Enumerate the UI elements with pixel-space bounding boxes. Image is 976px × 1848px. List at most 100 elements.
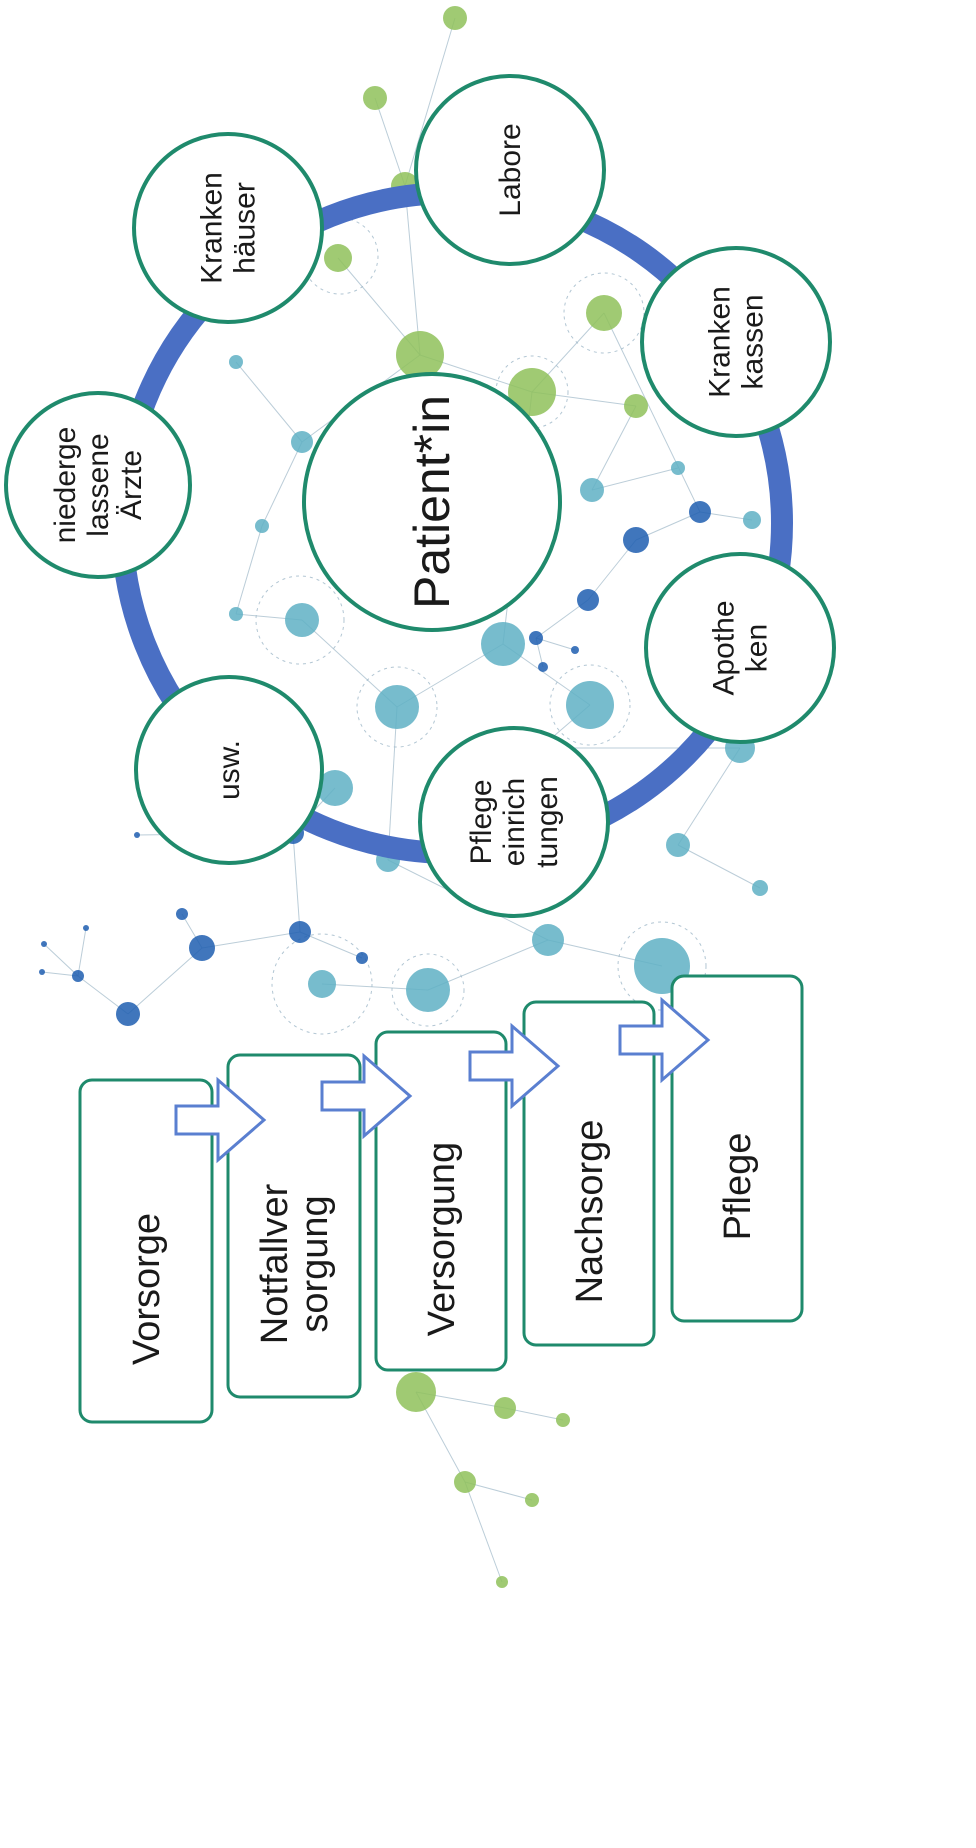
stage-arrow-icon [468, 1022, 561, 1110]
network-halo [549, 664, 631, 746]
network-node [308, 970, 336, 998]
network-node [556, 1413, 570, 1427]
network-node [525, 1493, 539, 1507]
network-node [375, 685, 419, 729]
partner-krankenhaeuser: Krankenhäuser [132, 132, 324, 324]
network-node [494, 1397, 516, 1419]
network-node [291, 431, 313, 453]
stage-notfallversorgung-label-line: Notfallver [254, 1183, 296, 1344]
network-node [532, 924, 564, 956]
network-halo [563, 272, 645, 354]
stage-vorsorge-label: Vorsorge [126, 1213, 168, 1365]
partner-apotheken-label: Apotheken [708, 600, 774, 695]
network-link [404, 17, 456, 187]
network-link [261, 441, 303, 527]
network-node [571, 646, 579, 654]
stage-versorgung: Versorgung [374, 1030, 508, 1372]
partner-labore: Labore [414, 74, 606, 266]
network-link [292, 832, 301, 933]
network-link [603, 312, 701, 513]
partner-labore-label: Labore [494, 123, 527, 216]
network-halo [271, 933, 373, 1035]
partner-apotheken-label-line: ken [741, 624, 774, 672]
stage-vorsorge-box [78, 1078, 214, 1424]
network-link [299, 931, 363, 959]
partner-krankenkassen-label-line: kassen [737, 294, 770, 389]
network-link [387, 706, 398, 861]
network-link [43, 943, 79, 977]
network-node [743, 511, 761, 529]
partner-krankenhaeuser-label-line: Kranken [196, 172, 229, 284]
network-halo [356, 666, 438, 748]
partner-krankenkassen-circle [640, 246, 832, 438]
network-link [404, 185, 421, 356]
network-node [496, 1576, 508, 1588]
network-halo [255, 575, 345, 665]
partner-krankenkassen-label: Krankenkassen [704, 286, 770, 398]
partner-krankenkassen-label-line: Kranken [704, 286, 737, 398]
stage-versorgung-label-line: Versorgung [421, 1142, 463, 1336]
network-node [508, 368, 556, 416]
network-node [317, 770, 353, 806]
network-node [396, 331, 444, 379]
stage-notfallversorgung-label: Notfallversorgung [254, 1183, 336, 1344]
stage-arrow-icon [618, 996, 711, 1084]
partner-niedergelassene-aerzte-label-line: niederge [49, 427, 82, 544]
network-node [134, 832, 140, 838]
partner-niedergelassene-aerzte-circle [4, 391, 192, 579]
partner-pflegeeinrichtungen: Pflegeeinrichtungen [418, 726, 610, 918]
network-node [356, 952, 368, 964]
network-link [235, 361, 303, 443]
network-node [624, 394, 648, 418]
network-node [586, 295, 622, 331]
network-node [229, 355, 243, 369]
network-node [538, 662, 548, 672]
network-node [83, 925, 89, 931]
partner-pflegeeinrichtungen-label: Pflegeeinrichtungen [465, 776, 564, 868]
network-link [677, 844, 761, 889]
network-node [255, 519, 269, 533]
network-node [481, 622, 525, 666]
stage-pflege-label-line: Pflege [717, 1133, 759, 1241]
stage-versorgung-box [374, 1030, 508, 1372]
partner-usw: usw. [134, 675, 324, 865]
network-node [324, 244, 352, 272]
center-label: Patient*in [404, 395, 460, 609]
stage-notfallversorgung-label-line: sorgung [294, 1195, 336, 1332]
network-node [289, 921, 311, 943]
stage-nachsorge: Nachsorge [522, 1000, 656, 1347]
network-link [591, 467, 679, 491]
partner-labore-label-line: Labore [494, 123, 527, 216]
network-node [454, 1471, 476, 1493]
stage-arrow-icon [174, 1076, 267, 1164]
network-node [396, 1372, 436, 1412]
stage-nachsorge-box [522, 1000, 656, 1347]
network-link [201, 931, 301, 949]
stage-pflege: Pflege [670, 974, 804, 1323]
partner-krankenhaeuser-circle [132, 132, 324, 324]
network-node [285, 603, 319, 637]
partner-niedergelassene-aerzte-label-line: Ärzte [115, 450, 148, 520]
network-link [591, 405, 637, 491]
partner-pflegeeinrichtungen-label-line: tungen [531, 776, 564, 868]
stage-notfallversorgung-box [226, 1053, 362, 1399]
network-halo [617, 921, 707, 1011]
partner-apotheken: Apotheken [644, 552, 836, 744]
network-node [229, 607, 243, 621]
network-node [116, 1002, 140, 1026]
partner-labore-circle [414, 74, 606, 266]
center-circle [302, 372, 562, 632]
network-node [443, 6, 467, 30]
network-node [176, 908, 188, 920]
network-node [39, 969, 45, 975]
network-node [41, 941, 47, 947]
partner-usw-label-line: usw. [213, 740, 246, 800]
partner-niedergelassene-aerzte: niedergelasseneÄrzte [4, 391, 192, 579]
network-link [374, 97, 406, 187]
partner-krankenhaeuser-label: Krankenhäuser [196, 172, 262, 284]
partner-apotheken-circle [644, 552, 836, 744]
partner-krankenhaeuser-label-line: häuser [229, 182, 262, 274]
network-node [666, 833, 690, 857]
partner-niedergelassene-aerzte-label: niedergelasseneÄrzte [49, 427, 148, 544]
